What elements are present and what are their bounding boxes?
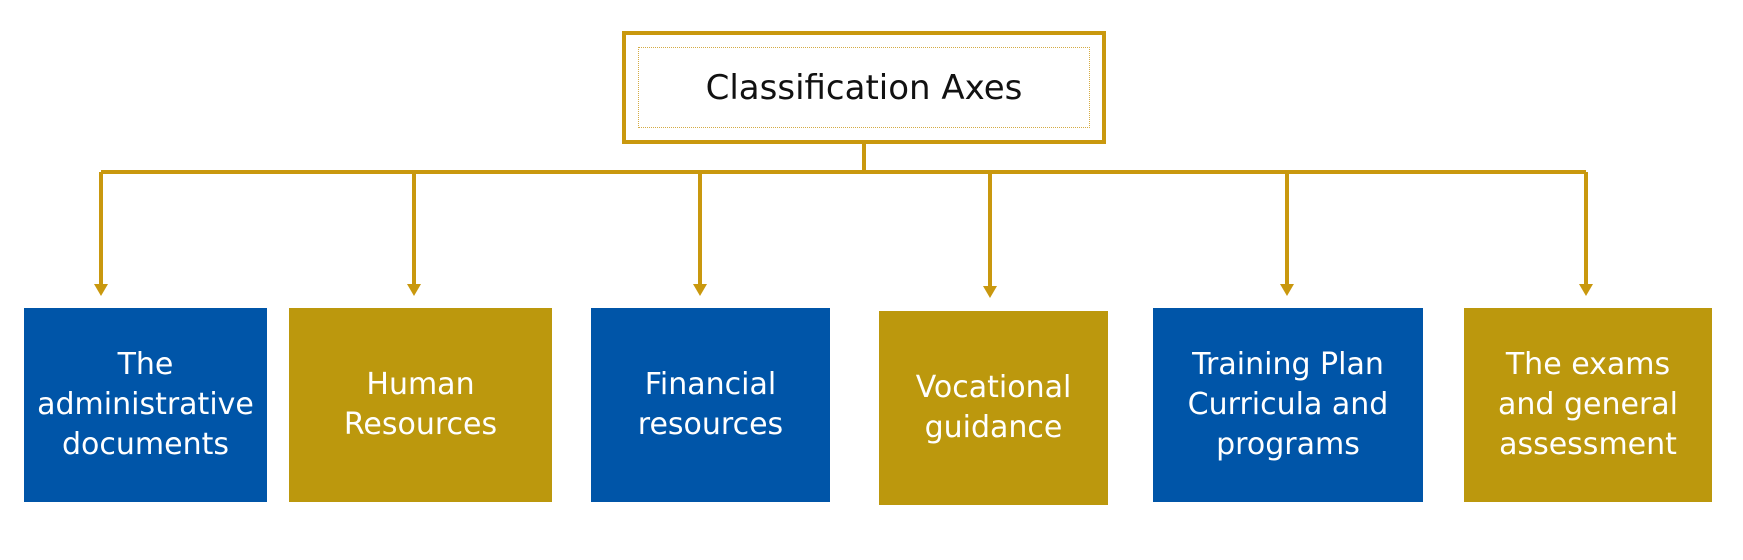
arrowhead-icon <box>407 284 421 296</box>
arrowhead-icon <box>693 284 707 296</box>
node-label: The exams and general assessment <box>1498 347 1678 462</box>
node-administrative-documents: The administrative documents <box>24 308 267 502</box>
node-financial-resources: Financial resources <box>591 308 830 502</box>
node-vocational-guidance: Vocational guidance <box>879 311 1108 505</box>
node-human-resources: Human Resources <box>289 308 552 502</box>
root-inner-frame: Classification Axes <box>638 47 1090 128</box>
node-label: Human Resources <box>343 367 498 442</box>
arrowhead-icon <box>1280 284 1294 296</box>
arrowhead-icon <box>1579 284 1593 296</box>
node-label: Vocational guidance <box>915 370 1072 445</box>
node-label: The administrative documents <box>37 347 254 462</box>
root-title: Classification Axes <box>705 67 1023 108</box>
node-label: Training Plan Curricula and programs <box>1187 347 1389 462</box>
arrowhead-icon <box>983 286 997 298</box>
arrowhead-icon <box>94 284 108 296</box>
node-training-plan: Training Plan Curricula and programs <box>1153 308 1423 502</box>
node-exams-assessment: The exams and general assessment <box>1464 308 1712 502</box>
node-label: Financial resources <box>637 367 784 442</box>
root-node: Classification Axes <box>622 31 1106 144</box>
